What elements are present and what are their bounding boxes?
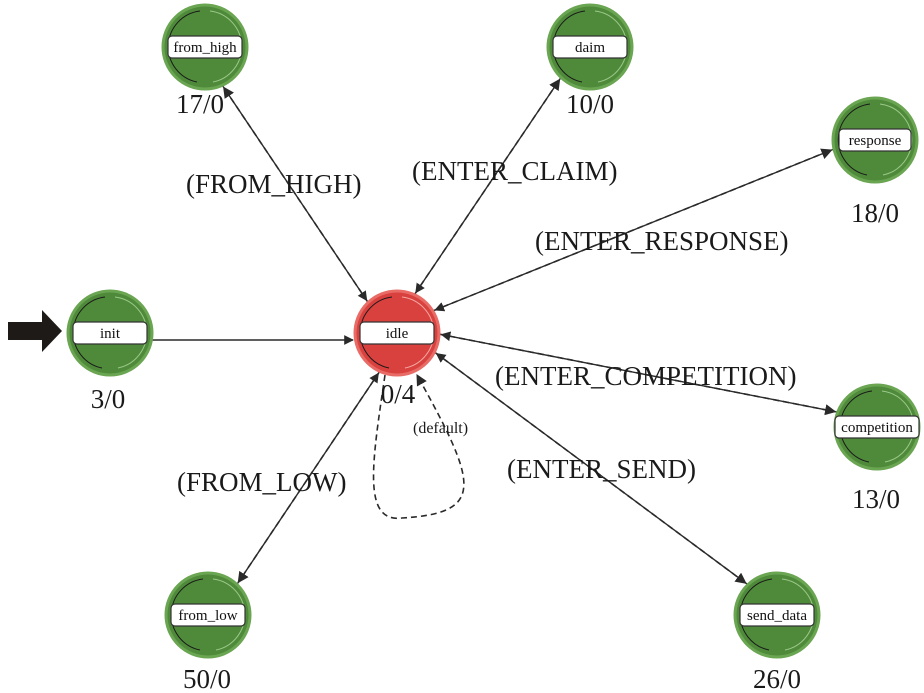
transition-from_low-to-idle[interactable] [236,372,379,585]
state-count: 50/0 [183,664,231,693]
transition-response-to-idle[interactable] [434,148,834,312]
state-name: from_low [178,608,237,624]
state-response[interactable]: response [831,96,919,184]
state-inner-arc [837,103,871,176]
transition-label: (FROM_LOW) [177,467,347,497]
transition-label: (ENTER_SEND) [507,454,696,484]
state-init[interactable]: init [66,289,154,377]
state-name-box [72,321,148,345]
state-name-box [359,321,435,345]
state-name: from_high [173,40,237,56]
state-from_high[interactable]: from_high [161,3,249,91]
state-name: daim [575,40,605,56]
transitions-layer [152,77,838,585]
transition-label: (ENTER_RESPONSE) [535,226,789,256]
state-count: 18/0 [851,198,899,228]
state-name-box [552,35,628,59]
state-name: competition [841,420,913,436]
transition-competition-to-idle[interactable] [440,331,838,413]
transition-idle-to-from_high[interactable] [223,86,369,303]
state-name: init [100,326,121,342]
transition-claim-to-idle[interactable] [415,77,562,294]
state-count: 0/4 [381,379,416,409]
state-from_low[interactable]: from_low [164,571,252,659]
transition-label: (FROM_HIGH) [186,169,362,199]
state-send_data[interactable]: send_data [733,571,821,659]
state-name-box [838,128,912,152]
state-claim[interactable]: daim [546,3,634,91]
state-name-box [739,603,815,627]
state-name: idle [386,326,409,342]
states-layer: from_high 17/0 daim 10/0 response 18/0 init 3/0… [66,3,921,693]
state-name-box [834,415,920,439]
initial-state-arrow-icon [8,310,62,352]
state-name-box [167,35,243,59]
state-count: 3/0 [91,384,126,414]
transition-label: (ENTER_CLAIM) [412,156,617,186]
state-name: send_data [747,608,807,624]
state-count: 13/0 [852,484,900,514]
transition-labels-layer: (FROM_HIGH) (ENTER_CLAIM) (ENTER_RESPONSE)… [177,156,796,497]
transition-self-loop[interactable] [372,374,465,519]
state-idle[interactable]: idle [353,289,441,377]
transition-send_data-to-idle[interactable] [435,353,748,585]
state-count: 17/0 [176,89,224,119]
state-inner-arc [879,103,913,176]
state-name: response [849,133,902,149]
state-count: 26/0 [753,664,801,693]
transition-label: (ENTER_COMPETITION) [495,361,796,391]
state-count: 10/0 [566,89,614,119]
transition-label: (default) [413,420,468,437]
state-name-box [170,603,246,627]
state-competition[interactable]: competition [833,383,921,471]
